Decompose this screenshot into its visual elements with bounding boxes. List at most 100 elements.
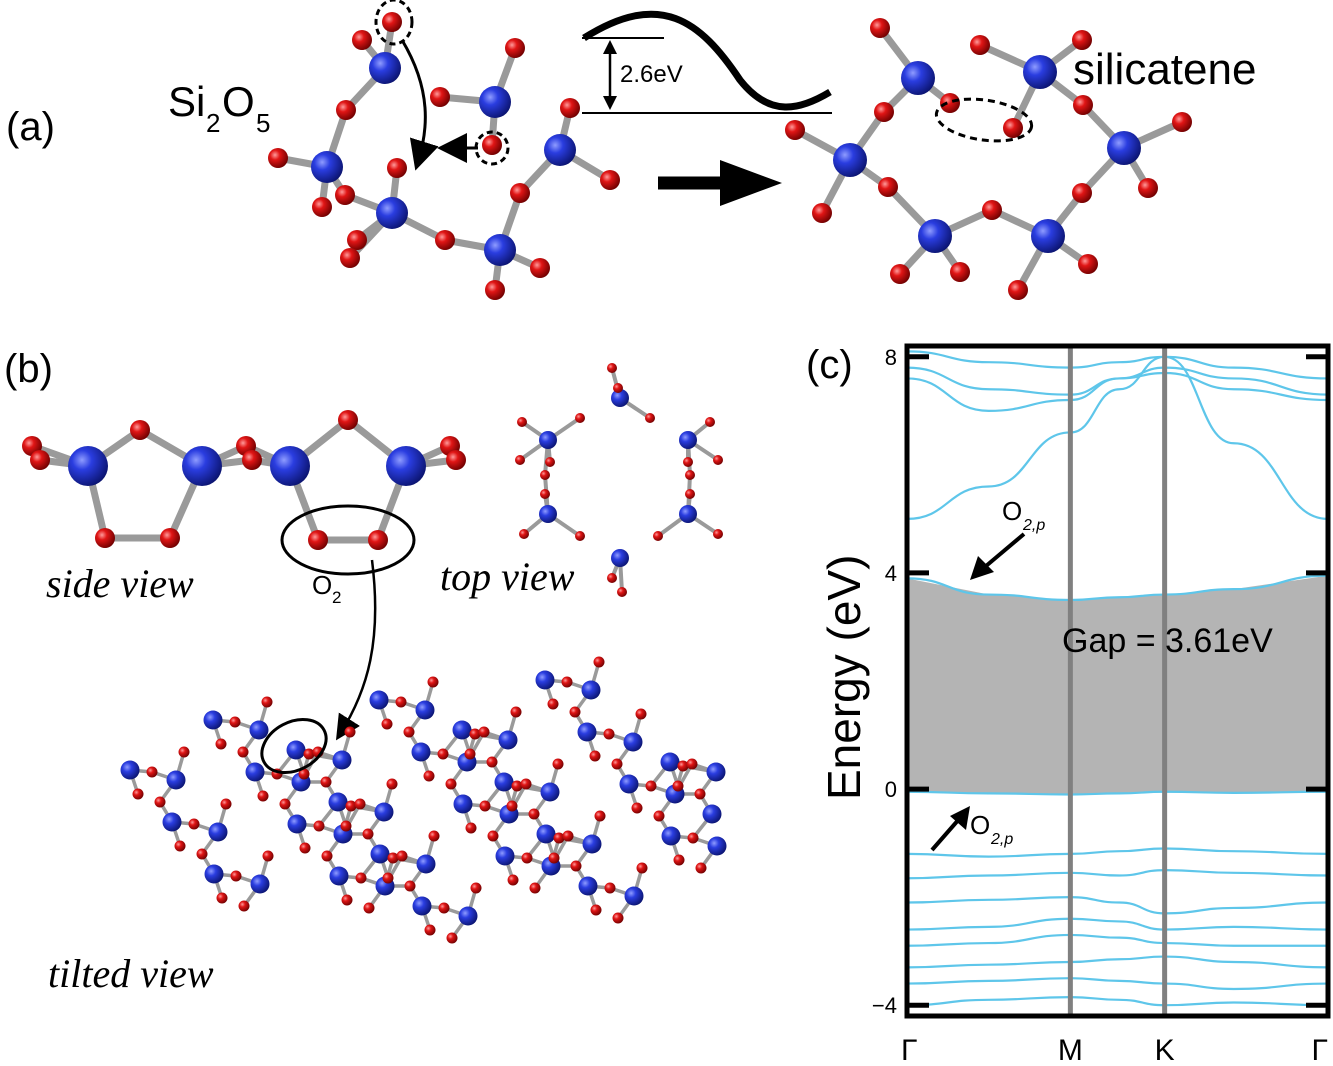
oxygen-atom [381,718,393,730]
silicon-atom [369,52,401,84]
oxygen-atom [687,832,699,844]
silicon-atom [245,762,265,782]
band-line-5 [906,917,1329,931]
oxygen-atom [298,768,310,780]
gap-shading [907,575,1328,795]
oxygen-atom [812,203,832,223]
o2-label: O 2 [312,570,341,607]
oxygen-atom [338,410,358,430]
oxygen-atom [486,756,498,768]
si2o5-label-sub2: 5 [256,108,270,138]
dashed-highlight-side-oxygen [474,130,510,166]
oxygen-atom [435,230,455,250]
silicon-atom [369,690,389,710]
o2-highlight-ellipse [280,504,416,576]
silicon-atom [611,389,629,407]
oxygen-atom [336,100,356,120]
oxygen-atom [653,531,663,541]
oxygen-atom [507,874,519,886]
silicon-atom [162,812,182,832]
si2o5-molecule [268,12,620,300]
oxygen-atom [485,280,505,300]
oxygen-atom [685,489,695,499]
silicatene-label: silicatene [1073,45,1256,94]
silicon-atom [250,874,270,894]
silicon-atom [535,670,555,690]
oxygen-atom [482,135,502,155]
oxygen-atom [673,854,685,866]
band-line-0 [906,574,1329,602]
oxygen-atom [160,528,180,548]
oxygen-atom [677,760,689,772]
oxygen-atom [404,880,416,892]
o2p-upper-label-sub: 2,p [1022,517,1045,534]
silicon-atom [328,792,348,812]
oxygen-atom [470,882,482,894]
oxygen-atom [262,850,274,862]
silicon-atom [578,876,598,896]
oxygen-atom [672,780,684,792]
o2p-upper-annotation: O 2,p [970,496,1045,580]
silicon-atom [68,446,108,486]
oxygen-atom [530,258,550,278]
oxygen-atom [553,832,565,844]
oxygen-atom [313,820,325,832]
silicon-atom [494,772,514,792]
oxygen-atom [382,12,402,32]
band-line-1 [906,790,1329,796]
oxygen-atom [132,788,144,800]
oxygen-atom [465,822,477,834]
oxygen-atom [340,248,360,268]
silicon-atom [901,61,935,95]
oxygen-atom [1072,183,1092,203]
oxygen-atom [1138,178,1158,198]
oxygen-atom [424,924,436,936]
oxygen-atom [178,746,190,758]
panel-a-label: (a) [6,105,55,149]
side-view-label: side view [46,561,194,606]
silicon-atom [416,854,436,874]
o2-label-sub: 2 [332,588,341,607]
reaction-arrow [658,160,782,206]
oxygen-atom [238,900,250,912]
silicatene-molecule [785,18,1192,300]
oxygen-atom [395,696,407,708]
oxygen-atom [552,758,564,770]
oxygen-atom [396,850,408,862]
band-line-13 [906,350,1329,380]
oxygen-atom [705,417,715,427]
migration-arrow-curved [400,39,439,171]
band-line-2 [906,847,1329,858]
oxygen-atom [303,748,315,760]
oxygen-atom [130,420,150,440]
oxygen-atom [569,706,581,718]
o2p-lower-annotation: O 2,p [930,806,1013,852]
oxygen-atom [713,529,723,539]
oxygen-atom [445,778,457,790]
oxygen-atom [575,531,585,541]
oxygen-atom [386,778,398,790]
oxygen-atom [607,573,617,583]
panel-a: (a) Si 2 O 5 2.6eV silicatene [6,0,1256,300]
top-view-label: top view [440,554,575,599]
silicon-atom [1031,219,1065,253]
si2o5-label-sub1: 2 [206,108,220,138]
oxygen-atom [505,38,525,58]
side-view-structure [22,410,466,550]
oxygen-atom [446,450,466,470]
oxygen-atom [242,450,262,470]
oxygen-atom [970,35,990,55]
oxygen-atom [1003,118,1023,138]
oxygen-atom [347,230,367,250]
oxygen-atom [154,796,166,808]
oxygen-atom [874,102,894,122]
silicon-atom [376,197,408,229]
silicon-atom [624,886,644,906]
oxygen-atom [354,798,366,810]
oxygen-atom [229,716,241,728]
oxygen-atom [352,30,372,50]
oxygen-atom [547,698,559,710]
band-line-3 [906,869,1329,880]
